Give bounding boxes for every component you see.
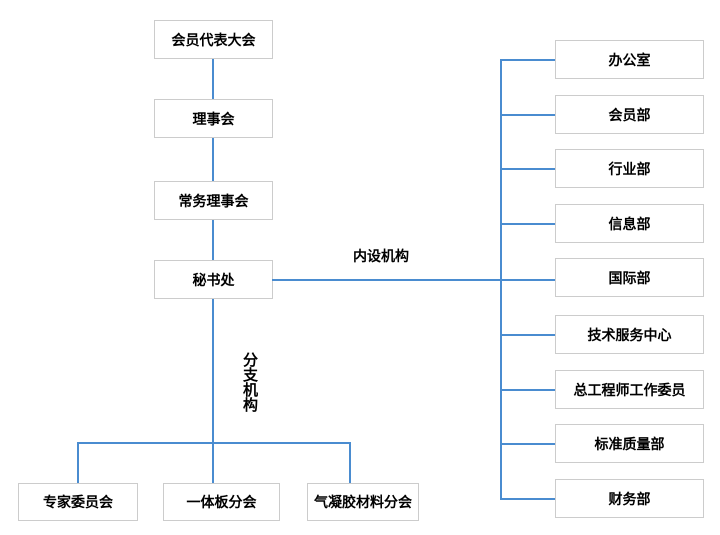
connector-line xyxy=(212,299,214,444)
branch-orgs-label: 分支机构 xyxy=(241,352,258,412)
node-integrated-panel-branch: 一体板分会 xyxy=(163,483,280,521)
connector-line xyxy=(212,138,214,181)
connector-line xyxy=(500,223,555,225)
connector-line xyxy=(212,442,214,483)
connector-line xyxy=(500,59,555,61)
connector-line xyxy=(500,334,555,336)
connector-line xyxy=(77,442,351,444)
connector-line xyxy=(500,59,502,499)
node-standards-quality-dept: 标准质量部 xyxy=(555,424,704,463)
connector-line xyxy=(77,442,79,483)
connector-line xyxy=(500,168,555,170)
node-industry-dept: 行业部 xyxy=(555,149,704,188)
connector-line xyxy=(500,443,555,445)
node-secretariat: 秘书处 xyxy=(154,260,273,299)
connector-line xyxy=(272,279,555,281)
internal-orgs-label: 内设机构 xyxy=(353,248,409,264)
connector-line xyxy=(500,114,555,116)
node-international-dept: 国际部 xyxy=(555,258,704,297)
connector-line xyxy=(349,442,351,483)
node-council: 理事会 xyxy=(154,99,273,138)
node-standing-council: 常务理事会 xyxy=(154,181,273,220)
node-information-dept: 信息部 xyxy=(555,204,704,243)
node-membership-dept: 会员部 xyxy=(555,95,704,134)
node-chief-engineer-committee: 总工程师工作委员 xyxy=(555,370,704,409)
connector-line xyxy=(500,498,555,500)
node-tech-service-center: 技术服务中心 xyxy=(555,315,704,354)
node-finance-dept: 财务部 xyxy=(555,479,704,518)
node-member-congress: 会员代表大会 xyxy=(154,20,273,59)
node-expert-committee: 专家委员会 xyxy=(18,483,138,521)
node-aerogel-materials-branch: 气凝胶材料分会 xyxy=(307,483,419,521)
connector-line xyxy=(500,389,555,391)
node-office: 办公室 xyxy=(555,40,704,79)
connector-line xyxy=(212,59,214,99)
connector-line xyxy=(212,220,214,260)
